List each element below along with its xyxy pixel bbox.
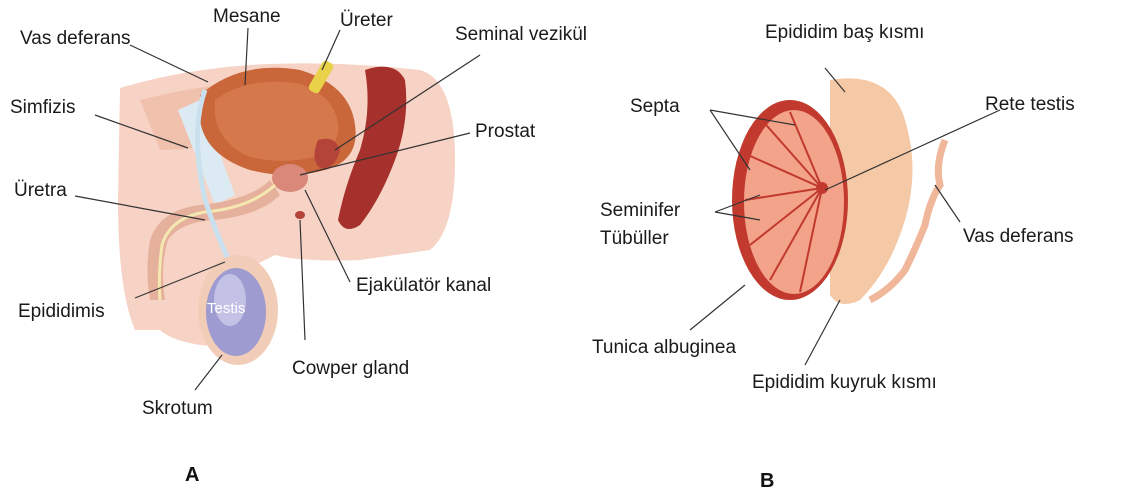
label-ejakulator-kanal: Ejakülatör kanal xyxy=(356,275,491,297)
label-vas-deferans-a: Vas deferans xyxy=(20,28,131,50)
label-seminifer: Seminifer xyxy=(600,200,680,222)
cowper-gland-shape xyxy=(295,211,305,219)
testis-b-inner xyxy=(744,110,844,294)
label-skrotum: Skrotum xyxy=(142,398,213,420)
label-mesane: Mesane xyxy=(213,6,281,28)
label-vas-deferans-b: Vas deferans xyxy=(963,226,1074,248)
label-rete-testis: Rete testis xyxy=(985,94,1075,116)
label-septa: Septa xyxy=(630,96,680,118)
label-prostat: Prostat xyxy=(475,121,535,143)
label-uretra: Üretra xyxy=(14,180,67,202)
label-epididim-kuyruk: Epididim kuyruk kısmı xyxy=(752,372,937,394)
label-tunica-albuginea: Tunica albuginea xyxy=(592,337,736,359)
label-testis: Testis xyxy=(207,300,245,317)
figure-b-illustration xyxy=(732,78,945,304)
label-cowper-gland: Cowper gland xyxy=(292,358,409,380)
rete-testis-dot xyxy=(816,182,828,194)
panel-label-a: A xyxy=(185,464,199,487)
panel-label-b: B xyxy=(760,470,774,493)
label-simfizis: Simfizis xyxy=(10,97,75,119)
label-epididim-bas: Epididim baş kısmı xyxy=(765,22,924,44)
label-seminal-vezikul: Seminal vezikül xyxy=(455,24,587,46)
label-ureter: Üreter xyxy=(340,10,393,32)
label-epididimis: Epididimis xyxy=(18,301,105,323)
label-tubuller: Tübüller xyxy=(600,228,669,250)
prostate-shape xyxy=(272,164,308,192)
